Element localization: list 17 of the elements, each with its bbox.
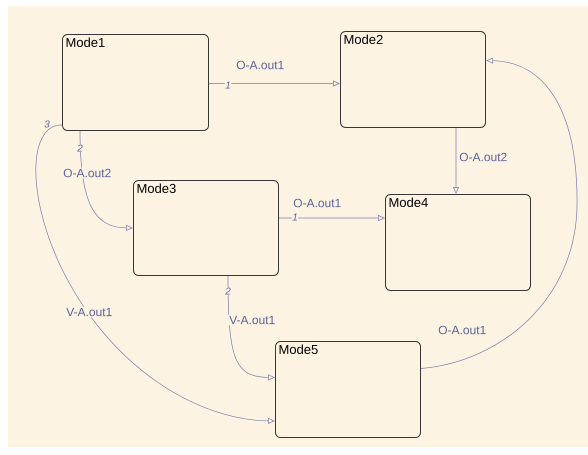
- edge-label: O-A.out2: [458, 152, 508, 162]
- edge-label: V-A.out1: [65, 306, 114, 318]
- priority-number: 2: [224, 287, 232, 295]
- state-box: Mode2: [340, 31, 486, 128]
- state-box: Mode3: [133, 180, 279, 276]
- state-box: Mode5: [275, 341, 421, 438]
- state-box: Mode1: [62, 34, 209, 131]
- state-box: Mode4: [385, 194, 531, 291]
- edge-label: O-A.out2: [62, 168, 112, 178]
- edge-label: O-A.out1: [235, 60, 286, 70]
- edge-label: O-A.out1: [292, 198, 342, 208]
- edge-label: O-A.out1: [437, 324, 488, 336]
- transition-arrow: [420, 58, 578, 369]
- priority-number: 2: [76, 144, 84, 152]
- edge-label: V-A.out1: [228, 314, 276, 326]
- priority-number: 1: [292, 213, 298, 221]
- priority-number: 1: [224, 81, 232, 89]
